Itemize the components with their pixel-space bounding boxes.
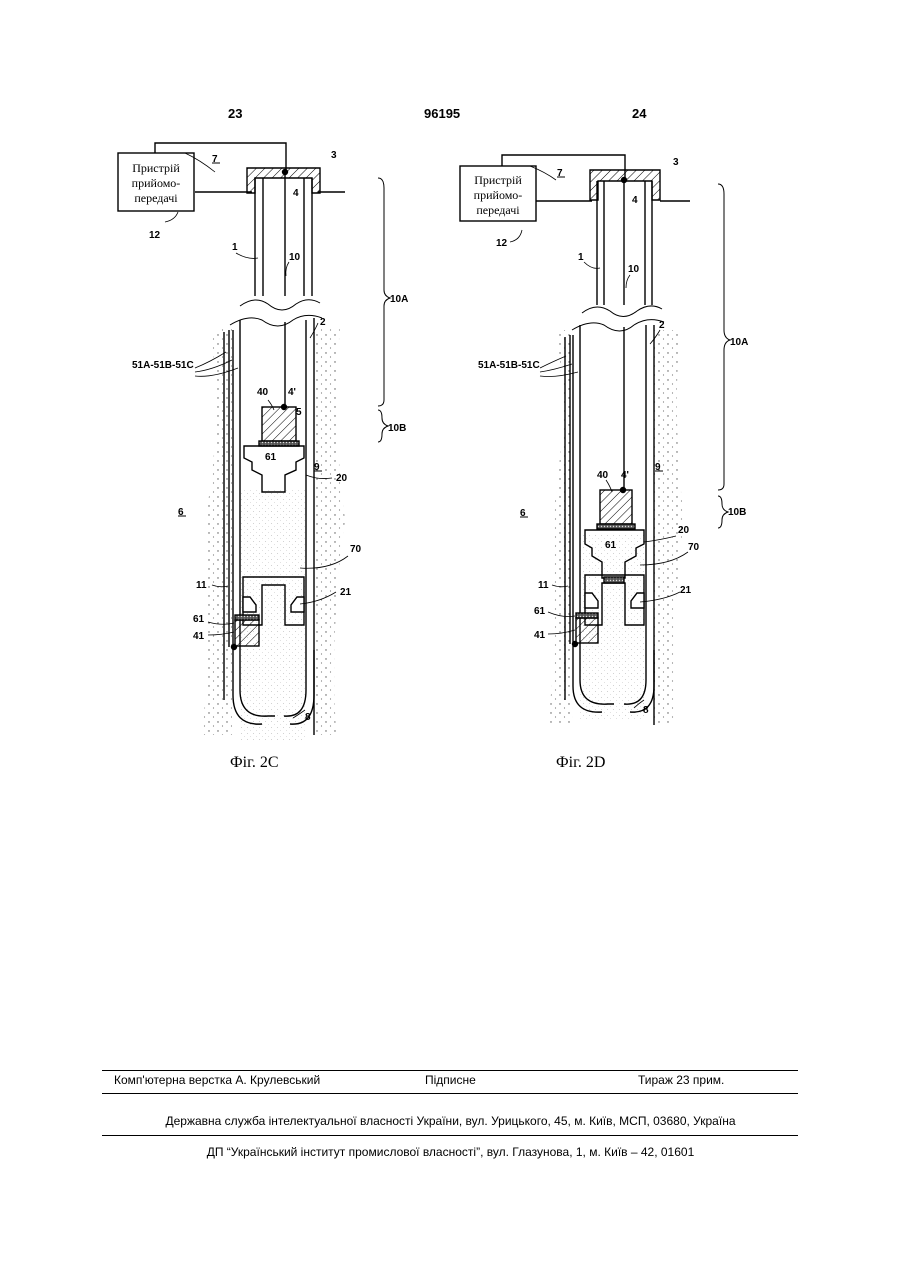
footer-typesetting: Комп'ютерна верстка А. Крулевський bbox=[114, 1073, 320, 1087]
label-1: 1 bbox=[578, 252, 584, 263]
label-40: 40 bbox=[597, 470, 609, 481]
label-41: 41 bbox=[193, 631, 205, 642]
label-11: 11 bbox=[538, 580, 549, 591]
label-20: 20 bbox=[336, 473, 348, 484]
label-61-lower: 61 bbox=[534, 606, 546, 617]
label-3: 3 bbox=[331, 150, 337, 161]
label-70: 70 bbox=[350, 544, 362, 555]
figure-2d-device-text: Пристрій прийомо- передачі bbox=[474, 173, 523, 217]
label-4: 4 bbox=[632, 195, 638, 206]
label-41: 41 bbox=[534, 630, 546, 641]
label-10b: 10B bbox=[388, 423, 406, 434]
device-line-1: Пристрій bbox=[132, 161, 180, 175]
label-3: 3 bbox=[673, 157, 679, 168]
label-51abc: 51A-51B-51C bbox=[132, 360, 194, 371]
label-4: 4 bbox=[293, 188, 299, 199]
label-10b: 10B bbox=[728, 507, 746, 518]
footer-divider-top bbox=[102, 1070, 798, 1071]
label-10a: 10A bbox=[390, 294, 408, 305]
label-20: 20 bbox=[678, 525, 690, 536]
footer-divider-middle bbox=[102, 1093, 798, 1094]
footer-circulation: Тираж 23 прим. bbox=[638, 1073, 724, 1087]
label-4-prime: 4' bbox=[621, 470, 629, 481]
footer-divider-bottom bbox=[102, 1135, 798, 1136]
caption-fig-2c: Фіг. 2C bbox=[230, 754, 279, 772]
label-10: 10 bbox=[289, 252, 301, 263]
label-70: 70 bbox=[688, 542, 700, 553]
figure-2c-device-text: Пристрій прийомо- передачі bbox=[132, 161, 181, 205]
label-4-prime: 4' bbox=[288, 387, 296, 398]
device-line-2: прийомо- bbox=[474, 188, 523, 202]
label-10a: 10A bbox=[730, 337, 748, 348]
device-line-1: Пристрій bbox=[474, 173, 522, 187]
label-61-upper: 61 bbox=[605, 540, 617, 551]
label-21: 21 bbox=[680, 585, 692, 596]
label-8: 8 bbox=[305, 712, 311, 723]
label-1: 1 bbox=[232, 242, 238, 253]
label-40: 40 bbox=[257, 387, 269, 398]
device-line-2: прийомо- bbox=[132, 176, 181, 190]
label-8: 8 bbox=[643, 705, 649, 716]
label-61-upper: 61 bbox=[265, 452, 277, 463]
label-51abc: 51A-51B-51C bbox=[478, 360, 540, 371]
footer-signed: Підписне bbox=[425, 1073, 476, 1087]
label-11: 11 bbox=[196, 580, 207, 591]
label-5: 5 bbox=[296, 407, 302, 418]
label-12: 12 bbox=[496, 238, 508, 249]
label-2: 2 bbox=[320, 317, 326, 328]
label-10: 10 bbox=[628, 264, 640, 275]
footer-institute: ДП “Український інститут промислової вла… bbox=[0, 1145, 901, 1159]
caption-fig-2d: Фіг. 2D bbox=[556, 754, 605, 772]
label-21: 21 bbox=[340, 587, 352, 598]
device-line-3: передачі bbox=[134, 191, 178, 205]
label-12: 12 bbox=[149, 230, 161, 241]
device-line-3: передачі bbox=[476, 203, 520, 217]
label-2: 2 bbox=[659, 320, 665, 331]
label-61-lower: 61 bbox=[193, 614, 205, 625]
footer-office: Державна служба інтелектуальної власност… bbox=[0, 1114, 901, 1128]
